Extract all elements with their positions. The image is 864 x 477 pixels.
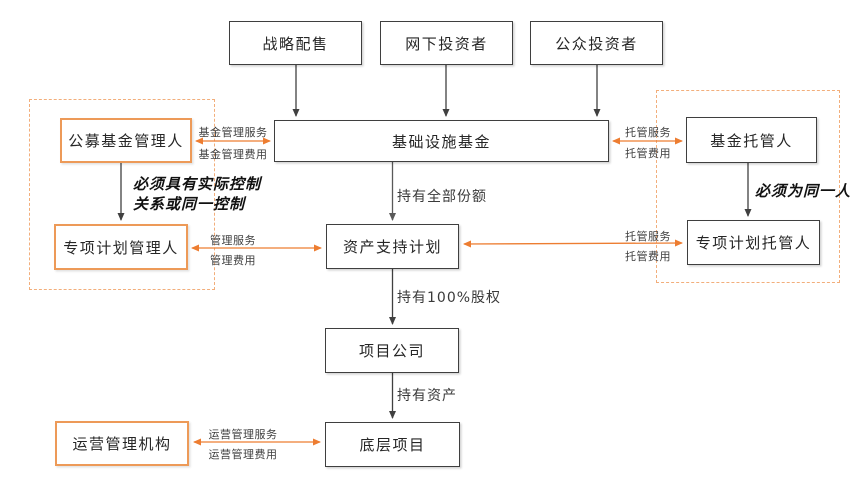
node-special-plan-manager: 专项计划管理人 bbox=[54, 224, 188, 270]
note-line-1: 必须具有实际控制 bbox=[133, 175, 262, 193]
node-label: 项目公司 bbox=[358, 342, 425, 360]
label-mgmt-service: 管理服务 bbox=[210, 234, 256, 247]
node-project-company: 项目公司 bbox=[325, 328, 459, 373]
manager-group-dashed-box bbox=[29, 99, 215, 290]
node-label: 资产支持计划 bbox=[342, 238, 442, 256]
label-holds-assets: 持有资产 bbox=[397, 388, 457, 404]
node-label: 底层项目 bbox=[359, 436, 426, 454]
note-control-relationship: 必须具有实际控制 关系或同一控制 bbox=[133, 174, 261, 214]
label-ops-fee: 运营管理费用 bbox=[208, 448, 278, 461]
node-infrastructure-fund: 基础设施基金 bbox=[274, 120, 609, 162]
node-label: 基础设施基金 bbox=[391, 132, 491, 151]
node-fund-custodian: 基金托管人 bbox=[686, 117, 817, 163]
node-label: 运营管理机构 bbox=[72, 435, 172, 453]
node-special-plan-custodian: 专项计划托管人 bbox=[687, 220, 820, 265]
node-label: 基金托管人 bbox=[710, 131, 793, 150]
node-asset-backed-plan: 资产支持计划 bbox=[326, 224, 459, 269]
label-holds-100pct-equity: 持有100%股权 bbox=[397, 290, 502, 306]
label-mgmt-fee: 管理费用 bbox=[210, 254, 256, 267]
node-label: 专项计划托管人 bbox=[695, 234, 812, 252]
node-label: 战略配售 bbox=[262, 34, 329, 53]
label-custody-fee-bottom: 托管费用 bbox=[625, 250, 671, 263]
node-operation-manager: 运营管理机构 bbox=[55, 421, 189, 466]
node-label: 网下投资者 bbox=[405, 34, 488, 53]
note-line-2: 关系或同一控制 bbox=[133, 195, 246, 213]
node-underlying-project: 底层项目 bbox=[325, 422, 460, 467]
node-offline-investors: 网下投资者 bbox=[380, 21, 513, 65]
node-public-investors: 公众投资者 bbox=[530, 21, 663, 65]
node-label: 公募基金管理人 bbox=[68, 132, 184, 150]
label-fund-mgmt-fee: 基金管理费用 bbox=[198, 148, 268, 161]
label-ops-service: 运营管理服务 bbox=[208, 428, 278, 441]
label-custody-service-top: 托管服务 bbox=[625, 126, 671, 139]
label-custody-fee-top: 托管费用 bbox=[625, 147, 671, 160]
note-same-person: 必须为同一人 bbox=[755, 182, 852, 200]
label-holds-all-shares: 持有全部份额 bbox=[397, 189, 487, 205]
node-label: 公众投资者 bbox=[555, 34, 638, 53]
node-public-fund-manager: 公募基金管理人 bbox=[60, 118, 192, 163]
label-fund-mgmt-service: 基金管理服务 bbox=[198, 126, 268, 139]
node-strategic-placement: 战略配售 bbox=[229, 21, 362, 65]
custodian-group-dashed-box bbox=[656, 90, 840, 283]
node-label: 专项计划管理人 bbox=[63, 238, 179, 257]
label-custody-service-bottom: 托管服务 bbox=[625, 230, 671, 243]
